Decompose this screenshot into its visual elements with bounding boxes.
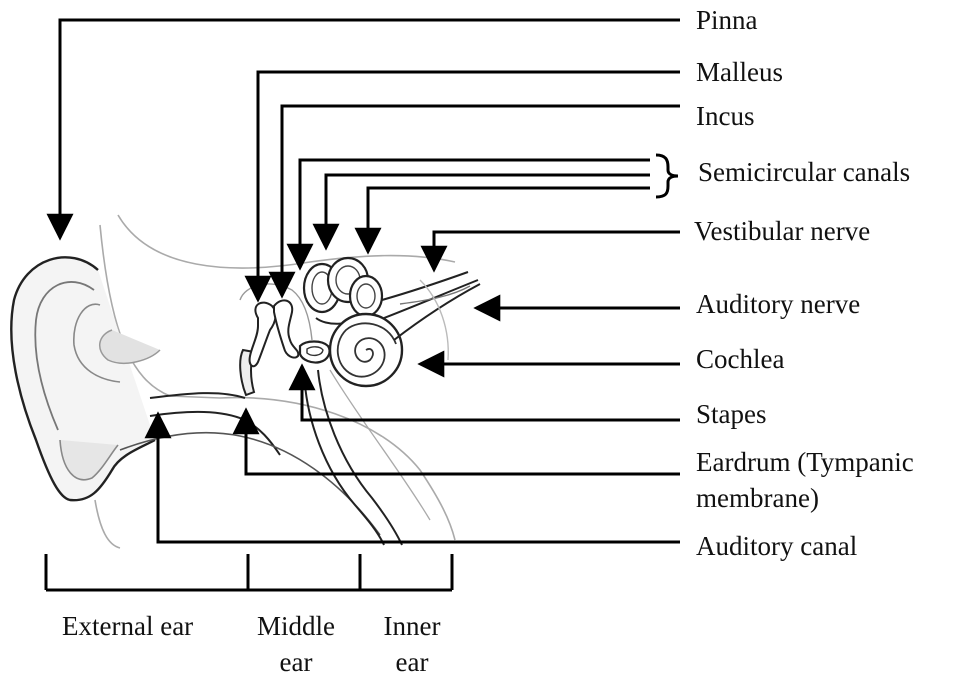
leader-auditory-canal [158, 414, 680, 542]
label-incus: Incus [696, 100, 754, 132]
eustachian-tube-2 [304, 372, 384, 545]
incus-shape [274, 300, 298, 357]
region-inner-ear-line1: Inner [352, 610, 472, 642]
label-semicircular-canals: Semicircular canals [698, 156, 910, 188]
inner-ear-shadow [420, 280, 448, 360]
skull-contour [100, 225, 455, 540]
region-inner-ear-line2: ear [352, 646, 472, 678]
leader-vestibular [434, 232, 680, 270]
label-eardrum-line1: Eardrum (Tympanic [696, 446, 914, 478]
skull-contour-upper [118, 215, 455, 268]
malleus-shape [250, 303, 276, 367]
leader-pinna [60, 20, 680, 238]
region-brackets [46, 554, 452, 590]
ear-illustration [11, 215, 480, 548]
concha [100, 330, 160, 363]
region-external-ear: External ear [62, 610, 193, 642]
label-pinna: Pinna [696, 4, 758, 36]
label-auditory-nerve: Auditory nerve [696, 288, 860, 320]
label-cochlea: Cochlea [696, 343, 784, 375]
internal-contour [330, 370, 430, 520]
label-eardrum-line2: membrane) [696, 482, 819, 514]
label-malleus: Malleus [696, 56, 783, 88]
label-stapes: Stapes [696, 398, 767, 430]
label-vestibular-nerve: Vestibular nerve [694, 215, 870, 247]
stapes-shape [300, 342, 330, 363]
label-auditory-canal: Auditory canal [696, 530, 857, 562]
region-middle-ear-line2: ear [236, 646, 356, 678]
semicircular-bracket [656, 155, 678, 197]
canal-loop-3 [350, 276, 382, 316]
jaw-contour [95, 500, 120, 548]
leader-semicircular-3 [368, 188, 650, 252]
region-middle-ear-line1: Middle [236, 610, 356, 642]
leader-semicircular-2 [326, 175, 650, 248]
